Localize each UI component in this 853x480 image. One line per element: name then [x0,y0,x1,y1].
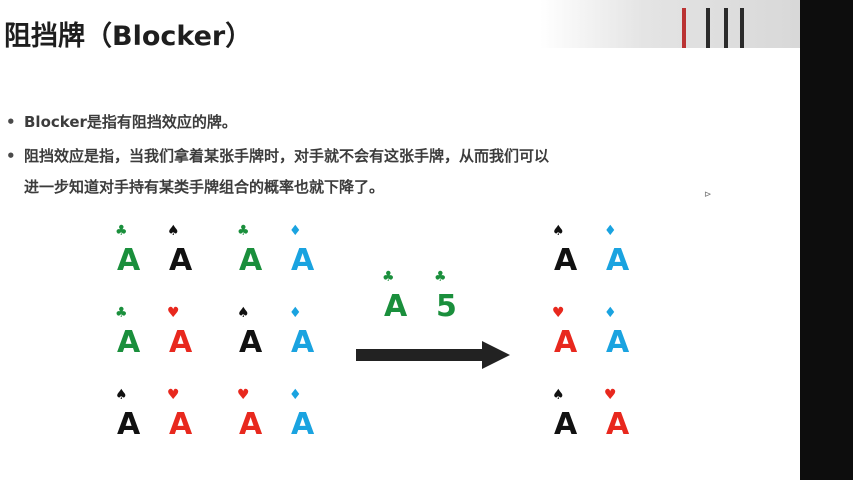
card-rank: A [117,407,141,442]
arrow-head-icon [482,341,510,369]
card-rank: A [606,325,630,360]
heart-suit-icon: ♥ [604,387,617,403]
strip-line [740,8,744,48]
strip-line [682,8,686,48]
bullet-marker: • [6,147,16,165]
playing-card: ♦A [604,306,640,366]
playing-card: ♣A [115,224,151,284]
card-rank: A [554,407,578,442]
bullet-text-1: Blocker是指有阻挡效应的牌。 [24,113,237,131]
playing-card: ♠A [115,388,151,448]
card-rank: A [291,243,315,278]
arrow-shaft [356,349,484,361]
spade-suit-icon: ♠ [552,223,565,239]
playing-card: ♥A [167,306,203,366]
diamond-suit-icon: ♦ [604,223,617,239]
diamond-suit-icon: ♦ [604,305,617,321]
playing-card: ♠A [552,388,588,448]
video-side-bar [800,0,853,480]
card-rank: A [291,325,315,360]
card-rank: A [554,325,578,360]
club-suit-icon: ♣ [382,269,395,285]
playing-card: ♥A [167,388,203,448]
club-suit-icon: ♣ [434,269,447,285]
cursor-icon: ⊳ [704,190,712,200]
playing-card: ♦A [289,224,325,284]
card-rank: A [606,407,630,442]
diamond-suit-icon: ♦ [289,305,302,321]
playing-card: ♥A [604,388,640,448]
playing-card: ♦A [604,224,640,284]
bullet-text-2: 阻挡效应是指，当我们拿着某张手牌时，对手就不会有这张手牌，从而我们可以 [24,147,550,165]
playing-card: ♥A [237,388,273,448]
playing-card: ♠A [552,224,588,284]
card-rank: A [169,325,193,360]
card-rank: A [239,325,263,360]
card-rank: A [239,243,263,278]
slide: 阻挡牌（Blocker） • Blocker是指有阻挡效应的牌。 • 阻挡效应是… [4,0,800,448]
card-rank: A [169,407,193,442]
playing-card: ♥A [552,306,588,366]
playing-card: ♠A [237,306,273,366]
club-suit-icon: ♣ [237,223,250,239]
spade-suit-icon: ♠ [552,387,565,403]
bullet-marker: • [6,113,16,131]
heart-suit-icon: ♥ [552,305,565,321]
spade-suit-icon: ♠ [115,387,128,403]
playing-card: ♣A [115,306,151,366]
card-rank: A [239,407,263,442]
card-rank: A [291,407,315,442]
club-suit-icon: ♣ [115,305,128,321]
playing-card: ♣A [382,270,418,330]
card-rank: A [384,289,408,324]
spade-suit-icon: ♠ [237,305,250,321]
diamond-suit-icon: ♦ [289,387,302,403]
card-rank: A [169,243,193,278]
playing-card: ♣A [237,224,273,284]
video-overlay-strip [540,0,800,48]
card-rank: A [117,325,141,360]
spade-suit-icon: ♠ [167,223,180,239]
diamond-suit-icon: ♦ [289,223,302,239]
playing-card: ♦A [289,306,325,366]
heart-suit-icon: ♥ [167,387,180,403]
card-rank: A [606,243,630,278]
playing-card: ♠A [167,224,203,284]
strip-line [724,8,728,48]
card-rank: A [554,243,578,278]
slide-title: 阻挡牌（Blocker） [4,21,253,52]
bullet-text-2-continued: 进一步知道对手持有某类手牌组合的概率也就下降了。 [24,178,385,196]
card-rank: A [117,243,141,278]
card-rank: 5 [436,289,457,324]
heart-suit-icon: ♥ [237,387,250,403]
club-suit-icon: ♣ [115,223,128,239]
heart-suit-icon: ♥ [167,305,180,321]
strip-line [706,8,710,48]
playing-card: ♣5 [434,270,470,330]
playing-card: ♦A [289,388,325,448]
